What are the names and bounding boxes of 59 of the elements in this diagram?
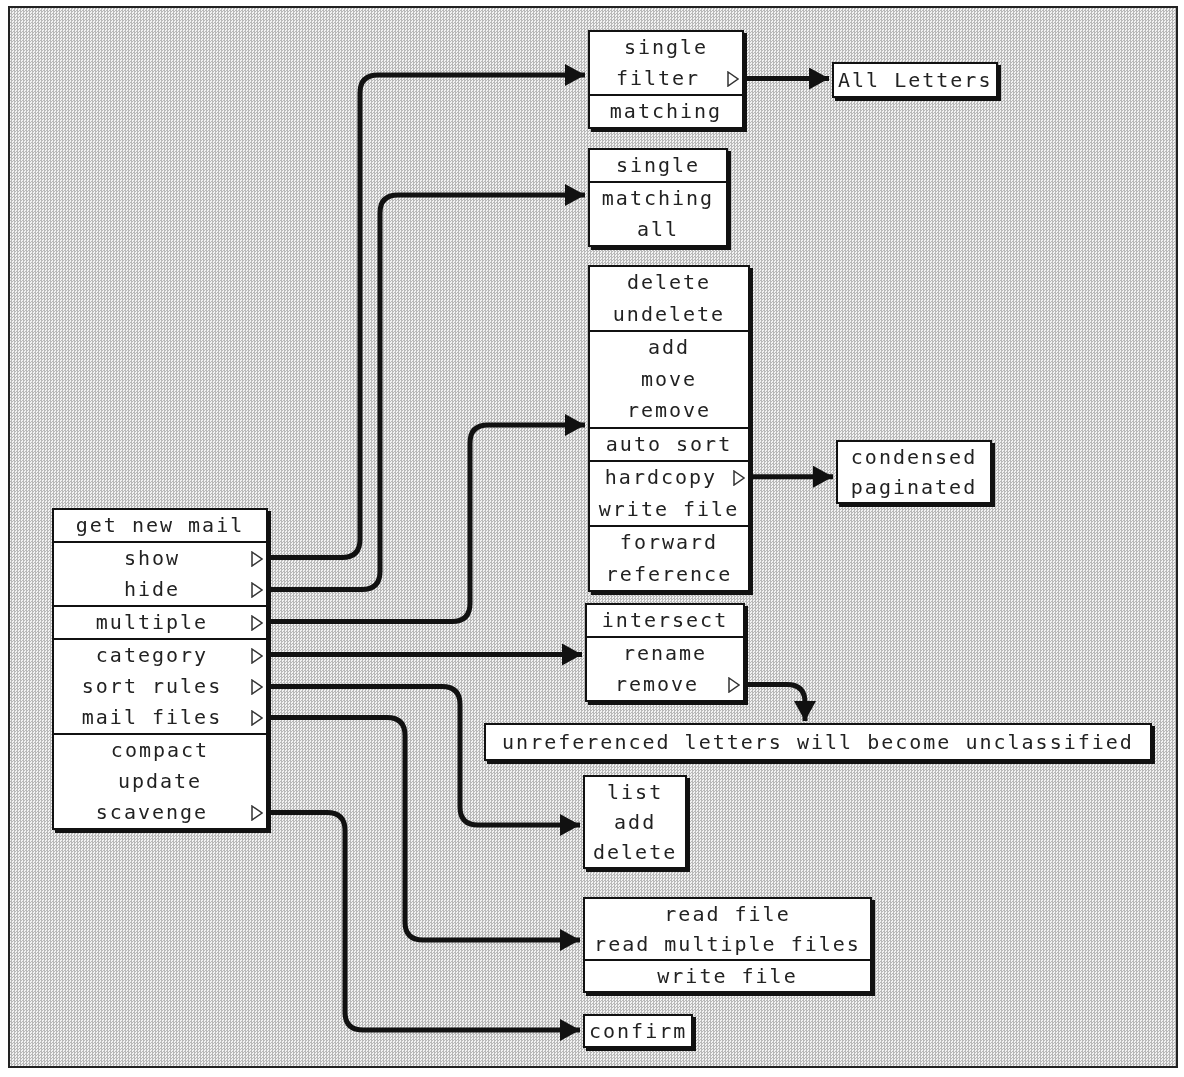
arrow — [747, 682, 816, 721]
menu-item-text: confirm — [588, 1018, 689, 1045]
menu-item-text: hide — [122, 576, 182, 603]
menu-item-text: category — [94, 642, 210, 669]
popup-menu — [588, 265, 750, 592]
popup-menu — [585, 603, 745, 702]
menu-item-text: mail files — [80, 704, 224, 731]
arrow — [746, 67, 829, 90]
menu-item-text: write file — [597, 495, 741, 523]
menu-item-text: paginated — [849, 474, 979, 501]
menu-item-text: single — [614, 152, 702, 179]
menu-item-text: multiple — [94, 609, 210, 636]
popup-menu — [588, 148, 728, 247]
arrow — [270, 684, 580, 836]
menu-item-text: matching — [600, 185, 716, 212]
menu-item-text: single — [622, 34, 710, 61]
menu-item-text: all — [635, 216, 681, 243]
menu-item-text: rename — [621, 640, 709, 667]
menu-item-text: intersect — [600, 607, 730, 634]
menu-item-text: get new mail — [74, 512, 246, 539]
menu-item-text: filter — [614, 65, 702, 92]
menu-item-text: move — [639, 365, 699, 393]
menu-item-text: remove — [625, 397, 713, 424]
menu-item-text: delete — [592, 839, 679, 866]
menu-item-text: hardcopy — [603, 464, 719, 491]
menu-item-text: update — [116, 768, 204, 795]
menu-item-text: show — [122, 545, 182, 572]
arrow — [270, 184, 585, 592]
message-box — [484, 723, 1152, 761]
menu-item-text: remove — [613, 671, 701, 698]
arrow — [752, 465, 833, 488]
menu-item-text: add — [613, 809, 658, 836]
popup-menu — [588, 30, 744, 129]
menu-item-text: All Letters — [837, 67, 994, 94]
menu-item-text: auto sort — [604, 430, 734, 458]
note-text: unreferenced letters will become unclassified — [501, 729, 1135, 756]
arrow — [270, 643, 582, 666]
menu-item-text: sort rules — [80, 673, 224, 700]
menu-item-text: compact — [109, 737, 211, 764]
menu-item-text: scavenge — [94, 799, 210, 826]
popup-menu — [52, 508, 268, 830]
arrow — [270, 715, 580, 951]
arrow — [270, 810, 580, 1041]
menu-item-text: undelete — [611, 300, 727, 328]
menu-item-text: read multiple files — [593, 931, 862, 958]
popup-menu — [583, 775, 688, 869]
menu-item-text: delete — [625, 269, 713, 296]
menu-item-text: forward — [618, 529, 720, 556]
menu-item-text: condensed — [849, 444, 979, 471]
arrow — [270, 64, 585, 560]
arrow — [270, 414, 585, 624]
menu-item-text: add — [646, 334, 692, 361]
menu-item-text: write file — [656, 963, 799, 990]
menu-item-text: matching — [608, 98, 724, 125]
popup-menu — [836, 440, 992, 504]
menu-item-text: read file — [663, 901, 792, 928]
menu-item-text: reference — [604, 560, 734, 588]
menu-item-text: list — [606, 779, 665, 806]
popup-menu — [583, 897, 872, 993]
